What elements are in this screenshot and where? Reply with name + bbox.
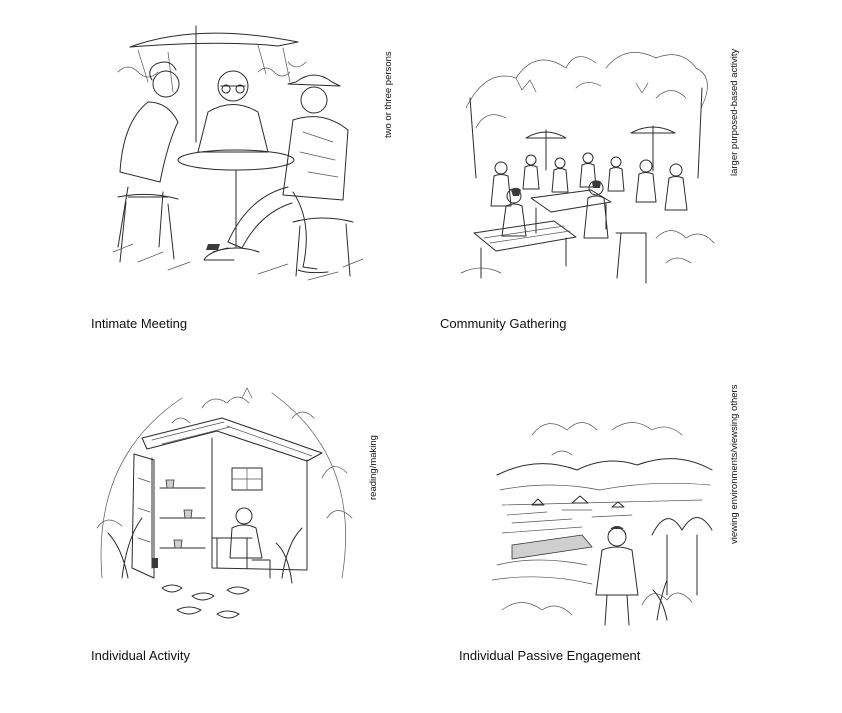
individual-activity-side-note: reading/making (368, 435, 379, 500)
community-gathering-caption: Community Gathering (440, 316, 567, 331)
intimate-meeting-side-note: two or three persons (383, 51, 394, 138)
community-gathering-illustration (456, 38, 718, 293)
intimate-meeting-illustration (108, 12, 368, 287)
individual-activity-illustration (92, 378, 360, 628)
individual-passive-engagement-side-note: viewing environments/viewsing others (729, 384, 740, 544)
community-gathering-side-note: larger purposed-based activity (729, 48, 740, 176)
individual-activity-caption: Individual Activity (91, 648, 190, 663)
individual-passive-engagement-caption: Individual Passive Engagement (459, 648, 641, 663)
intimate-meeting-caption: Intimate Meeting (91, 316, 188, 331)
individual-passive-engagement-illustration (492, 405, 718, 627)
